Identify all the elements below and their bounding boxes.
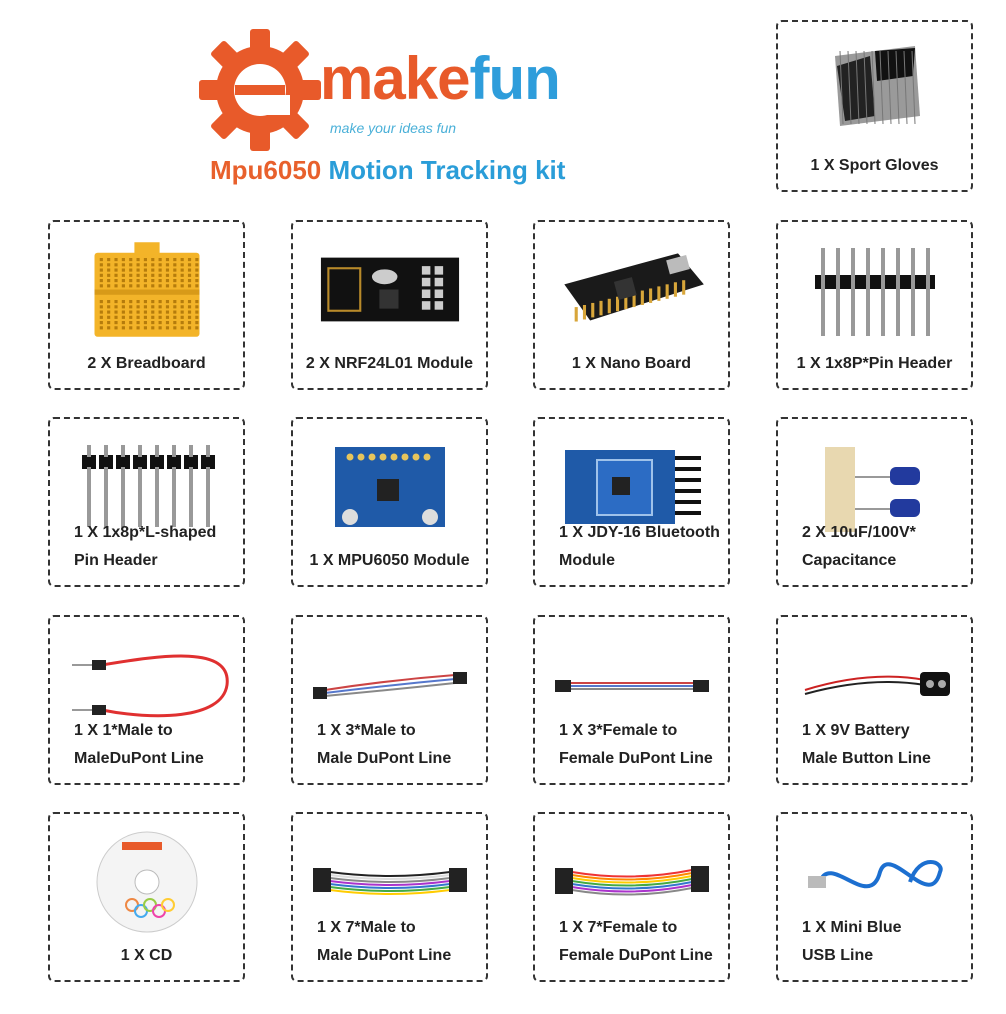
kit-item-label: 1 X Sport Gloves [778, 152, 971, 180]
kit-item-card: 1 X 3*Female to Female DuPont Line [533, 615, 730, 785]
kit-item-label-line: USB Line [802, 947, 874, 964]
kit-item-card: 1 X Sport Gloves [776, 20, 973, 192]
usb-cable-icon [778, 824, 971, 939]
kit-item-label-line: 1 X 1*Male to [74, 722, 173, 739]
kit-item-label-line: Capacitance [802, 552, 897, 569]
battery-clip-icon [778, 627, 971, 742]
kit-item-label-line: Male Button Line [802, 750, 931, 767]
kit-item-label-line: Female DuPont Line [559, 750, 713, 767]
kit-item-label-line: 1 X 3*Male to [317, 722, 416, 739]
kit-item-label: 1 X 7*Female to Female DuPont Line [535, 914, 728, 970]
kit-item-label-line: 1 X 7*Male to [317, 919, 416, 936]
kit-item-card: 1 X CD [48, 812, 245, 982]
kit-item-card: 1 X 7*Male to Male DuPont Line [291, 812, 488, 982]
kit-title-name: Motion Tracking kit [328, 155, 566, 185]
seven-wire-female-icon [535, 824, 728, 939]
kit-item-label-line: 1 X CD [120, 947, 173, 964]
brand-wordmark: makefun [320, 44, 561, 113]
kit-item-label-line: 1 X 7*Female to [559, 919, 678, 936]
kit-item-card: 1 X 3*Male to Male DuPont Line [291, 615, 488, 785]
kit-title-model: Mpu6050 [210, 155, 322, 185]
kit-item-label-line: 1 X 9V Battery [802, 722, 910, 739]
kit-item-card: 2 X Breadboard [48, 220, 245, 390]
kit-item-label-line: 2 X Breadboard [87, 355, 206, 372]
brand-make: make [320, 45, 470, 112]
kit-item-card: 1 X 1*Male to MaleDuPont Line [48, 615, 245, 785]
breadboard-icon [50, 232, 243, 347]
kit-item-label: 1 X 1x8P*Pin Header [778, 350, 971, 378]
kit-item-label-line: 1 X 1x8p*L-shaped [74, 524, 217, 541]
kit-item-label-line: 1 X MPU6050 Module [309, 552, 470, 569]
kit-item-label-line: Female DuPont Line [559, 947, 713, 964]
three-wire-male-icon [293, 627, 486, 742]
seven-wire-male-icon [293, 824, 486, 939]
kit-item-label-line: Module [559, 552, 615, 569]
pin-header-icon [778, 232, 971, 347]
kit-item-card: 1 X MPU6050 Module [291, 417, 488, 587]
l-pin-header-icon [50, 429, 243, 544]
nano-board-icon [535, 232, 728, 347]
kit-item-label: 1 X 7*Male to Male DuPont Line [293, 914, 486, 970]
brand-logo: makefun make your ideas fun Mpu6050 Moti… [195, 20, 615, 200]
nrf24l01-module-icon [293, 232, 486, 347]
kit-item-label-line: 1 X Mini Blue [802, 919, 902, 936]
kit-item-label-line: Pin Header [74, 552, 158, 569]
capacitor-icon [778, 429, 971, 544]
kit-item-card: 2 X 10uF/100V* Capacitance [776, 417, 973, 587]
kit-item-label: 1 X 1*Male to MaleDuPont Line [50, 717, 243, 773]
kit-title: Mpu6050 Motion Tracking kit [210, 155, 565, 186]
kit-item-card: 1 X 1x8P*Pin Header [776, 220, 973, 390]
brand-tagline: make your ideas fun [330, 120, 457, 136]
kit-item-label: 2 X 10uF/100V* Capacitance [778, 519, 971, 575]
kit-item-label: 1 X 3*Male to Male DuPont Line [293, 717, 486, 773]
kit-item-label-line: 1 X 1x8P*Pin Header [796, 355, 953, 372]
kit-item-label-line: 2 X NRF24L01 Module [305, 355, 474, 372]
kit-item-label-line: 2 X 10uF/100V* [802, 524, 916, 541]
kit-item-label: 1 X 3*Female to Female DuPont Line [535, 717, 728, 773]
mpu6050-module-icon [293, 429, 486, 544]
kit-item-label: 2 X Breadboard [50, 350, 243, 378]
kit-item-label-line: 1 X 3*Female to [559, 722, 678, 739]
kit-item-label-line: 1 X JDY-16 Bluetooth [559, 524, 720, 541]
kit-item-label-line: Male DuPont Line [317, 947, 452, 964]
bluetooth-module-icon [535, 429, 728, 544]
single-wire-icon [50, 627, 243, 742]
three-wire-female-icon [535, 627, 728, 742]
gloves-icon [778, 30, 971, 142]
kit-item-label: 2 X NRF24L01 Module [293, 350, 486, 378]
kit-item-label-line: MaleDuPont Line [74, 750, 204, 767]
kit-item-label: 1 X MPU6050 Module [293, 547, 486, 575]
kit-item-label-line: 1 X Sport Gloves [810, 157, 939, 174]
kit-item-label-line: Male DuPont Line [317, 750, 452, 767]
gear-logo-icon [199, 29, 321, 151]
kit-item-label: 1 X Nano Board [535, 350, 728, 378]
kit-item-card: 1 X Nano Board [533, 220, 730, 390]
kit-item-card: 1 X 7*Female to Female DuPont Line [533, 812, 730, 982]
kit-item-card: 2 X NRF24L01 Module [291, 220, 488, 390]
kit-item-label-line: 1 X Nano Board [571, 355, 692, 372]
kit-item-label: 1 X CD [50, 942, 243, 970]
brand-fun: fun [469, 45, 560, 112]
cd-icon [50, 824, 243, 939]
